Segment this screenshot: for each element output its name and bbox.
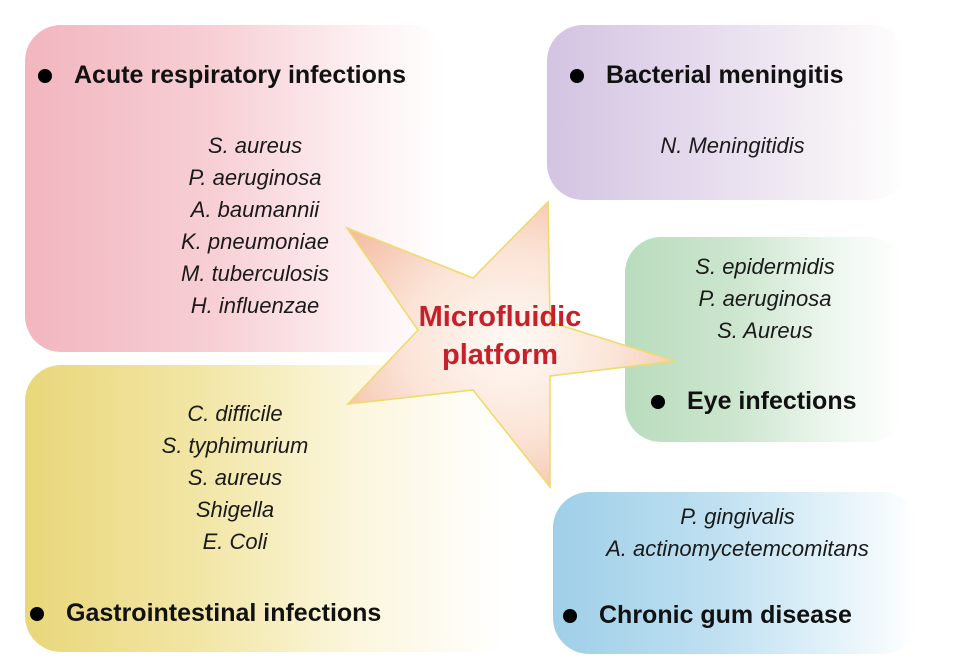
gum-title-text: Chronic gum disease: [599, 601, 852, 629]
bullet-icon: [563, 608, 577, 623]
respiratory-infections-box: [25, 25, 445, 352]
eye-infections-box: [625, 237, 905, 442]
species-item: N. Meningitidis: [660, 133, 805, 158]
species-item: S. aureus: [207, 133, 303, 158]
species-item: A. actinomycetemcomitans: [606, 536, 869, 561]
eye-title-text: Eye infections: [687, 387, 857, 415]
meningitis-title-text: Bacterial meningitis: [606, 61, 844, 89]
eye-title: Eye infections: [651, 387, 857, 416]
center-label: Microfluidic platform: [380, 298, 620, 374]
species-item: P. gingivalis: [680, 504, 795, 529]
species-item: S. epidermidis: [695, 254, 835, 279]
species-item: E. Coli: [202, 529, 268, 554]
species-item: S. aureus: [187, 465, 283, 490]
species-item: H. influenzae: [190, 293, 320, 318]
species-item: C. difficile: [187, 401, 283, 426]
species-item: M. tuberculosis: [181, 261, 329, 286]
gum-title: Chronic gum disease: [563, 601, 852, 630]
species-item: K. pneumoniae: [181, 229, 329, 254]
chronic-gum-disease-box: [553, 492, 918, 654]
species-item: A. baumannii: [190, 197, 320, 222]
gastrointestinal-title: Gastrointestinal infections: [30, 599, 381, 628]
respiratory-species-list: S. aureus P. aeruginosa A. baumannii K. …: [140, 130, 370, 322]
gastrointestinal-infections-box: [25, 365, 530, 652]
species-item: P. aeruginosa: [188, 165, 322, 190]
bullet-icon: [651, 394, 665, 409]
gastrointestinal-title-text: Gastrointestinal infections: [66, 599, 382, 627]
bacterial-meningitis-box: [547, 25, 907, 200]
gum-species-list: P. gingivalis A. actinomycetemcomitans: [560, 501, 915, 565]
species-item: Shigella: [195, 497, 275, 522]
species-item: S. Aureus: [717, 318, 813, 343]
respiratory-title: Acute respiratory infections: [38, 61, 406, 90]
bullet-icon: [30, 606, 44, 621]
bullet-icon: [570, 68, 584, 83]
respiratory-title-text: Acute respiratory infections: [74, 61, 407, 89]
bullet-icon: [38, 68, 52, 83]
center-label-line1: Microfluidic: [418, 301, 582, 333]
star-polygon: [344, 200, 676, 490]
eye-species-list: S. epidermidis P. aeruginosa S. Aureus: [660, 251, 870, 347]
species-item: P. aeruginosa: [698, 286, 832, 311]
gastrointestinal-species-list: C. difficile S. typhimurium S. aureus Sh…: [120, 398, 350, 558]
species-item: S. typhimurium: [161, 433, 309, 458]
center-label-line2: platform: [442, 339, 558, 371]
meningitis-title: Bacterial meningitis: [570, 61, 844, 90]
meningitis-species-list: N. Meningitidis: [620, 130, 845, 162]
